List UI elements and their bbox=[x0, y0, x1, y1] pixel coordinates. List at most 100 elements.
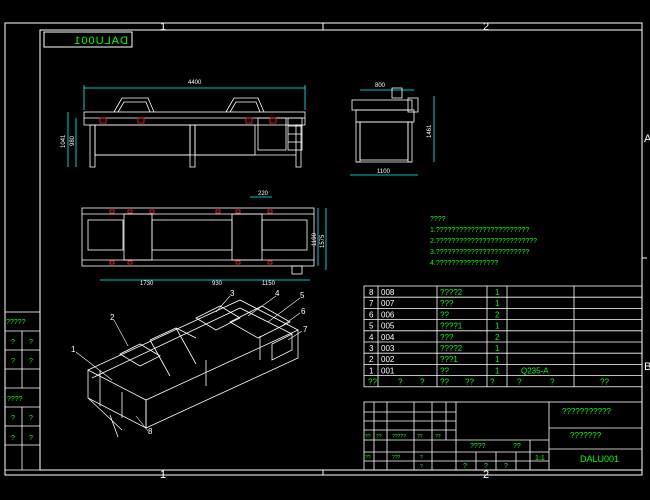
tb-row2-3: ? bbox=[420, 464, 423, 470]
iso-label-3: 3 bbox=[230, 289, 235, 298]
note-line-3: 3.???????????????????????? bbox=[430, 249, 529, 256]
bom-cell: 7 bbox=[369, 299, 374, 308]
top-view bbox=[81, 196, 327, 281]
side-view-dims: 800 1461 1100 bbox=[375, 83, 433, 175]
bom-cell: 4 bbox=[369, 333, 374, 342]
dim-overall-length: 4400 bbox=[188, 80, 202, 86]
bom-cell: 007 bbox=[381, 299, 395, 308]
dim-mid-930: 930 bbox=[212, 281, 223, 287]
tb-row1-4: ?? bbox=[435, 434, 441, 440]
dim-left-1730: 1730 bbox=[140, 281, 154, 287]
bom-cell: 5 bbox=[369, 322, 374, 331]
iso-label-8: 8 bbox=[148, 427, 153, 436]
bom-cell: 1 bbox=[495, 366, 500, 375]
iso-label-5: 5 bbox=[300, 291, 305, 300]
bom-cell: ????2 bbox=[440, 288, 463, 297]
zone-letter-a: A bbox=[644, 133, 650, 145]
top-view-dims: 220 1730 930 1150 1190 1575 bbox=[140, 191, 326, 287]
drawing-number: DALU001 bbox=[580, 454, 619, 464]
dim-side-1575: 1575 bbox=[320, 234, 326, 248]
bom-header-cell: ? bbox=[398, 378, 403, 387]
bom-cell: 005 bbox=[381, 322, 395, 331]
iso-label-4: 4 bbox=[275, 289, 280, 298]
bom-frame bbox=[363, 285, 643, 388]
front-view bbox=[67, 85, 306, 168]
bom-cell: 003 bbox=[381, 344, 395, 353]
bom-header-cell: ? bbox=[550, 378, 555, 387]
bom-cell: 1 bbox=[495, 288, 500, 297]
tb-small-a: ???? bbox=[470, 443, 486, 450]
left-strip-cell-7: ? bbox=[29, 415, 33, 422]
left-strip-cell-1: ? bbox=[11, 339, 15, 346]
bom-cell: 1 bbox=[369, 366, 374, 375]
title-block-text: ??????????? ??????? DALU001 1:1 ???? ?? … bbox=[365, 407, 619, 470]
bom-cell: ???1 bbox=[440, 355, 458, 364]
side-view bbox=[350, 87, 435, 176]
bom-cell: 6 bbox=[369, 310, 374, 319]
bom-cell: 1 bbox=[495, 355, 500, 364]
bom-cell: ??? bbox=[440, 299, 454, 308]
tb-small-c: ? bbox=[463, 463, 467, 470]
left-strip-table bbox=[4, 311, 41, 471]
note-line-4: 4.???????????????? bbox=[430, 260, 498, 267]
dim-height-overall: 1041 bbox=[61, 134, 67, 148]
tb-small-b: ?? bbox=[513, 443, 521, 450]
drawing-stamp: DALU001 bbox=[43, 31, 133, 48]
tb-small-d: ? bbox=[484, 463, 488, 470]
iso-label-1: 1 bbox=[71, 345, 76, 354]
iso-labels: 1 2 3 4 5 6 7 8 bbox=[71, 289, 308, 436]
bom-cell: ?? bbox=[440, 310, 449, 319]
bom-header-cell: ?? bbox=[368, 378, 377, 387]
tb-row2-0: ?? bbox=[365, 455, 371, 461]
title-block bbox=[363, 401, 643, 471]
dim-base-width: 1100 bbox=[377, 169, 391, 175]
title-main: ??????????? bbox=[562, 407, 611, 416]
tb-row1-0: ?? bbox=[365, 434, 371, 440]
drawing-stamp-text: DALU001 bbox=[73, 35, 128, 47]
zone-number-1: 1 bbox=[160, 21, 166, 33]
left-strip-cell-3: ? bbox=[11, 358, 15, 365]
left-strip-cell-6: ? bbox=[11, 415, 15, 422]
front-view-dims: 4400 1041 980 bbox=[61, 80, 202, 148]
bom-header-cell: ? bbox=[490, 378, 495, 387]
bom-header-cell: ?? bbox=[465, 378, 474, 387]
left-strip-cell-9: ? bbox=[29, 435, 33, 442]
dim-overall-height: 1461 bbox=[427, 124, 433, 138]
bom-cell: 006 bbox=[381, 310, 395, 319]
left-strip-cell-4: ? bbox=[29, 358, 33, 365]
tb-row1-1: ?? bbox=[376, 434, 382, 440]
zone-number-2: 2 bbox=[483, 21, 489, 33]
bom-cell: ??? bbox=[440, 333, 454, 342]
bom-header-cell: ?? bbox=[440, 378, 449, 387]
left-strip-cell-8: ? bbox=[11, 435, 15, 442]
bom-cell: ????2 bbox=[440, 344, 463, 353]
isometric-view bbox=[87, 299, 299, 438]
dim-right-1150: 1150 bbox=[262, 281, 276, 287]
note-line-1: 1.???????????????????????? bbox=[430, 227, 529, 234]
bom-cell: 2 bbox=[369, 355, 374, 364]
zone-letter-b: B bbox=[644, 361, 650, 373]
dim-top-220: 220 bbox=[258, 191, 269, 197]
bom-cell: 2 bbox=[495, 310, 500, 319]
left-strip-cell-5: ???? bbox=[7, 396, 23, 403]
tb-row1-2: ????? bbox=[392, 434, 406, 440]
bom-cell: 001 bbox=[381, 366, 395, 375]
bom-header-cell: ? bbox=[420, 378, 425, 387]
iso-callouts bbox=[75, 295, 303, 432]
bom-cell: 1 bbox=[495, 299, 500, 308]
title-sub: ??????? bbox=[570, 431, 602, 440]
zone-number-1-bottom: 1 bbox=[160, 469, 166, 481]
left-strip-cell-2: ? bbox=[29, 339, 33, 346]
left-strip-text: ????? ? ? ? ? ???? ? ? ? ? bbox=[6, 319, 33, 442]
iso-label-2: 2 bbox=[110, 313, 115, 322]
left-strip-cell-0: ????? bbox=[6, 319, 26, 326]
technical-notes: ???? 1.???????????????????????? 2.??????… bbox=[430, 216, 537, 267]
bom-cell: 2 bbox=[495, 333, 500, 342]
bom-cell: 8 bbox=[369, 288, 374, 297]
bom-cell: 002 bbox=[381, 355, 395, 364]
tb-small-e: ? bbox=[504, 463, 508, 470]
bom-cell: 1 bbox=[495, 322, 500, 331]
zone-markers: 1 2 1 2 A B bbox=[160, 21, 650, 481]
